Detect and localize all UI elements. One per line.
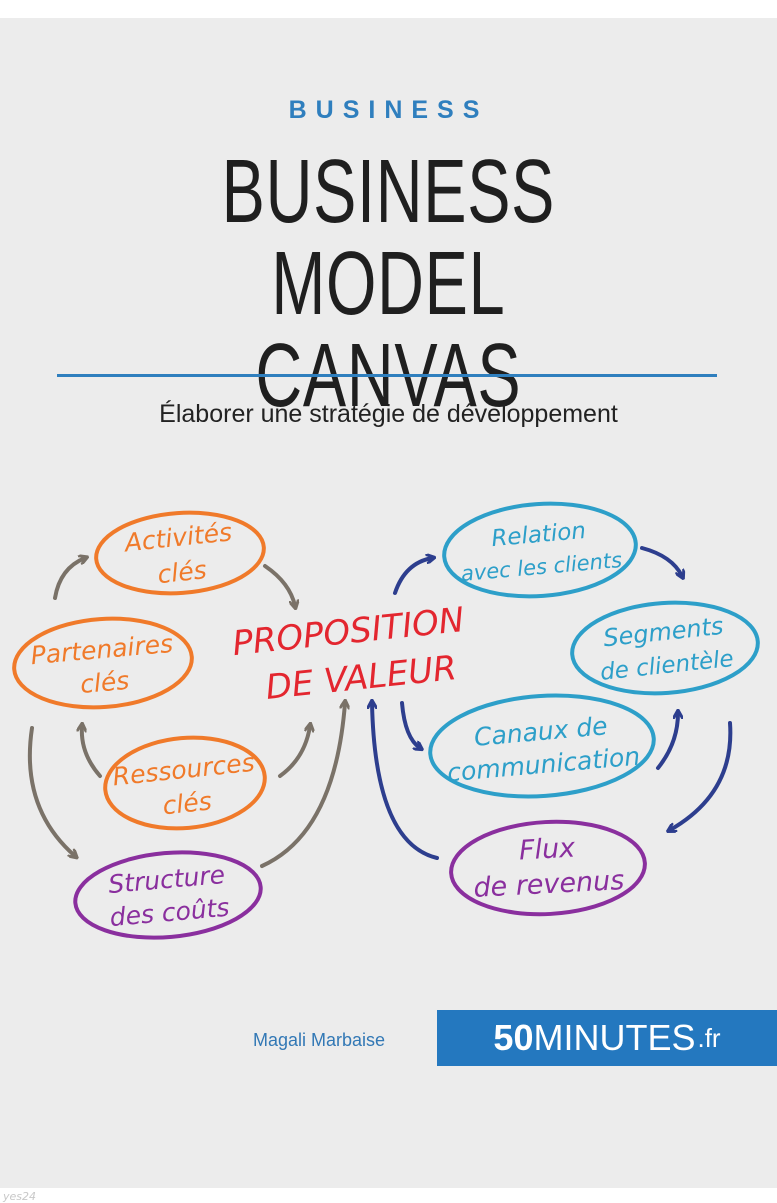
- arrow-ressources-to-proposition: [278, 726, 310, 778]
- label-partenaires-1: Partenaires: [30, 629, 175, 670]
- ellipse-segments: [570, 600, 760, 696]
- publisher-logo-tld: .fr: [697, 1022, 721, 1053]
- label-ressources-1: Ressources: [111, 748, 256, 792]
- label-flux-1: Flux: [518, 833, 577, 867]
- label-ressources-2: clés: [161, 786, 213, 820]
- publisher-logo-word: MINUTES: [533, 1017, 696, 1058]
- title-line-1: BUSINESS MODEL: [221, 142, 556, 334]
- label-structure-1: Structure: [107, 860, 226, 899]
- arrow-proposition-to-relation: [393, 558, 432, 595]
- arrow-activites-to-proposition: [263, 564, 295, 606]
- label-structure-2: des coûts: [109, 893, 231, 932]
- arrow-partenaires-to-activites: [53, 558, 85, 600]
- series-label: BUSINESS: [288, 96, 489, 124]
- business-model-diagram: Activités clés Partenaires clés Ressourc…: [12, 501, 760, 940]
- label-segments-1: Segments: [602, 612, 725, 652]
- arrow-partenaires-to-structure: [27, 726, 75, 856]
- label-partenaires-2: clés: [79, 666, 130, 699]
- title-divider: [57, 374, 717, 377]
- author-name: Magali Marbaise: [253, 1030, 386, 1050]
- arrow-relation-to-segments: [640, 546, 682, 576]
- arrow-segments-to-flux: [670, 721, 733, 830]
- label-activites-2: clés: [156, 555, 208, 589]
- ellipse-flux: [449, 819, 647, 917]
- ellipse-relation: [442, 501, 638, 599]
- ellipse-canaux: [428, 693, 656, 799]
- ellipse-partenaires: [12, 616, 194, 710]
- label-flux-2: de revenus: [473, 865, 625, 904]
- ellipse-activites: [94, 510, 266, 596]
- arrow-structure-to-proposition: [260, 703, 345, 868]
- arrow-proposition-to-canaux: [400, 701, 420, 748]
- ellipse-ressources: [103, 735, 267, 831]
- watermark: yes24: [3, 1190, 37, 1203]
- arrow-canaux-to-segments: [656, 713, 678, 770]
- publisher-logo-number: 50: [493, 1017, 534, 1058]
- label-relation-2: avec les clients: [460, 548, 623, 586]
- ellipse-structure: [73, 850, 263, 940]
- book-subtitle: Élaborer une stratégie de développement: [159, 400, 618, 428]
- label-segments-2: de clientèle: [599, 646, 735, 686]
- book-title: BUSINESS MODEL CANVAS: [109, 146, 668, 422]
- arrow-ressources-to-partenaires: [82, 726, 102, 778]
- label-relation-1: Relation: [490, 518, 587, 552]
- arrow-flux-to-proposition: [372, 703, 439, 860]
- book-cover: BUSINESS BUSINESS MODEL CANVAS Élaborer …: [0, 18, 777, 1203]
- label-activites-1: Activités: [121, 517, 233, 557]
